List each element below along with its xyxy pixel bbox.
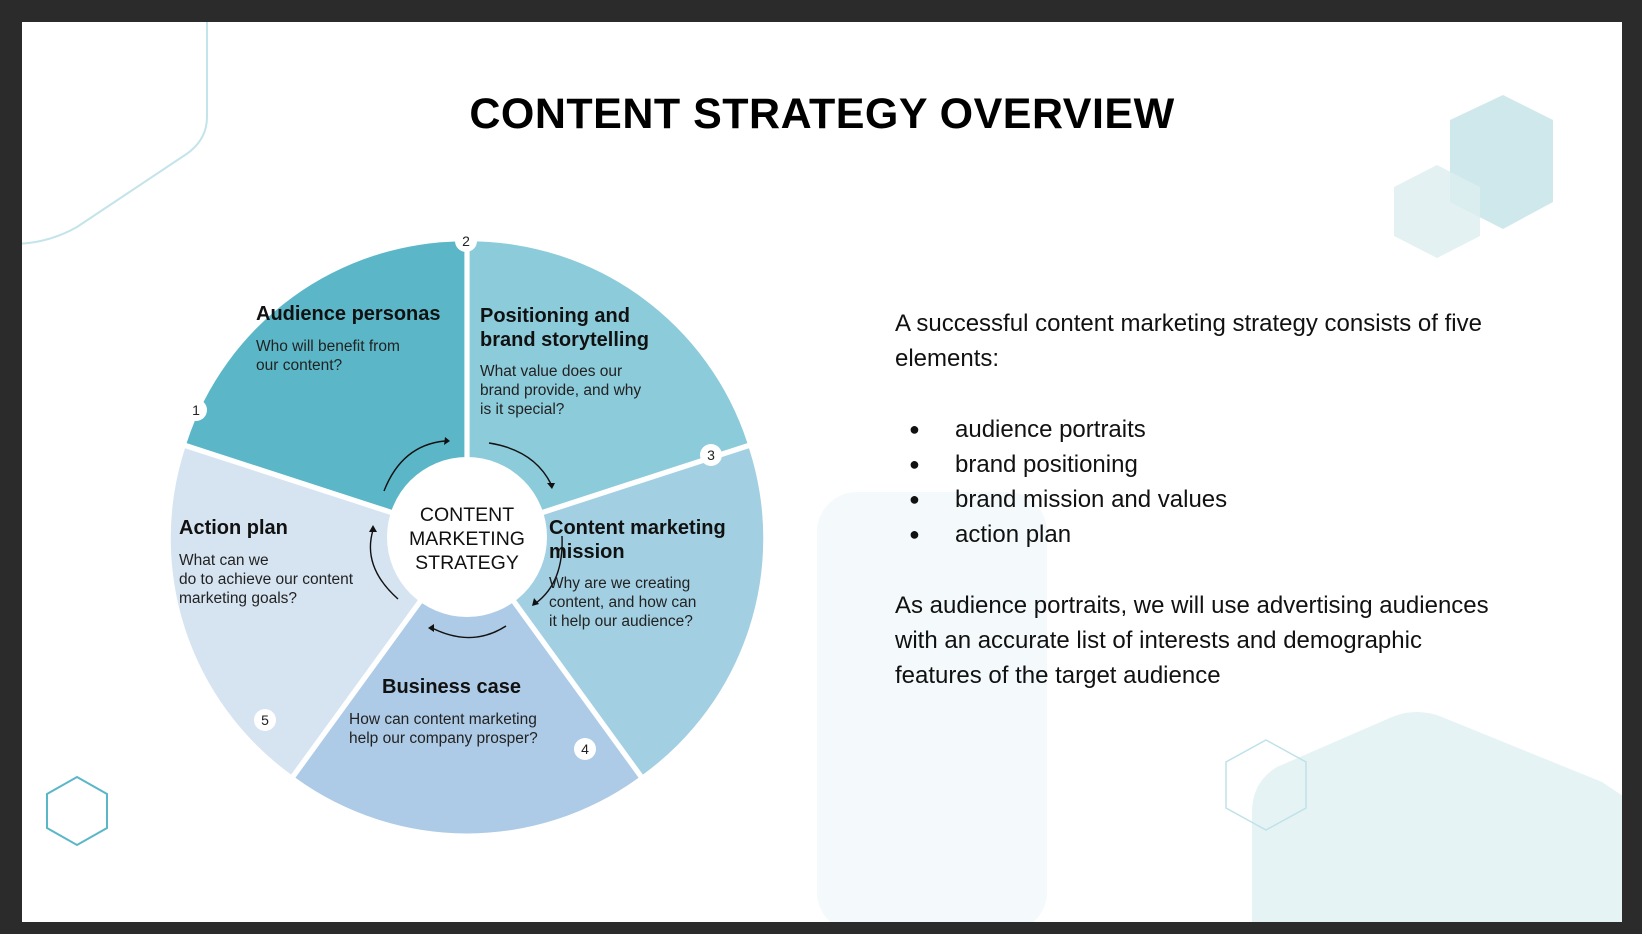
wheel-center <box>387 457 547 617</box>
cycle-arrow-1 <box>383 440 446 492</box>
segment-5-number: 5 <box>254 709 276 731</box>
hexagon-small-right-top <box>1394 165 1480 258</box>
slide: CONTENT STRATEGY OVERVIEW CONTENT MARKET… <box>22 22 1622 922</box>
segment-4-number: 4 <box>574 738 596 760</box>
hexagon-outline-bottom-right <box>1225 739 1307 831</box>
segment-3-number: 3 <box>700 444 722 466</box>
segment-4-description: How can content marketing help our compa… <box>349 711 538 747</box>
cycle-arrow-5 <box>369 529 399 600</box>
segment-4-title: Business case <box>382 676 521 698</box>
segment-1-number: 1 <box>185 399 207 421</box>
segment-3-description: Why are we creating content, and how can… <box>549 575 697 630</box>
segment-5-description: What can we do to achieve our content ma… <box>179 552 354 607</box>
segment-2-title: Positioning and brand storytelling <box>480 305 649 351</box>
list-item: action plan <box>895 517 1227 552</box>
list-item: audience portraits <box>895 412 1227 447</box>
segment-1-title: Audience personas <box>256 303 441 325</box>
hexagon-panel-center <box>817 492 1047 922</box>
background-decoration <box>22 22 1622 922</box>
list-item: brand mission and values <box>895 482 1227 517</box>
summary-outro: As audience portraits, we will use adver… <box>895 592 1489 689</box>
cycle-arrows <box>369 440 563 639</box>
segment-2-number: 2 <box>455 230 477 252</box>
wheel-segment-2 <box>469 241 748 534</box>
page-title: CONTENT STRATEGY OVERVIEW <box>469 90 1175 138</box>
segment-1-description: Who will benefit from our content? <box>256 338 400 374</box>
list-item: brand positioning <box>895 447 1227 482</box>
arrow-heads <box>369 437 555 632</box>
segment-2-description: What value does our brand provide, and w… <box>480 363 642 418</box>
strategy-wheel <box>170 241 764 834</box>
summary-bullet-list: audience portraits brand positioning bra… <box>895 412 1227 552</box>
center-label: CONTENT MARKETING STRATEGY <box>409 504 525 574</box>
wheel-segment-4 <box>295 541 639 834</box>
summary-intro: A successful content marketing strategy … <box>895 310 1482 372</box>
cycle-arrow-3 <box>535 535 563 604</box>
segment-3-title: Content marketing mission <box>549 517 726 563</box>
hexagon-outline-top-left <box>22 22 208 245</box>
cycle-arrow-4 <box>431 625 507 639</box>
hexagon-large-bottom-right <box>1252 712 1622 922</box>
hexagon-outline-bottom-left <box>46 775 108 847</box>
segment-5-title: Action plan <box>179 517 288 539</box>
wheel-segment-1 <box>186 241 465 534</box>
cycle-arrow-2 <box>488 442 552 485</box>
